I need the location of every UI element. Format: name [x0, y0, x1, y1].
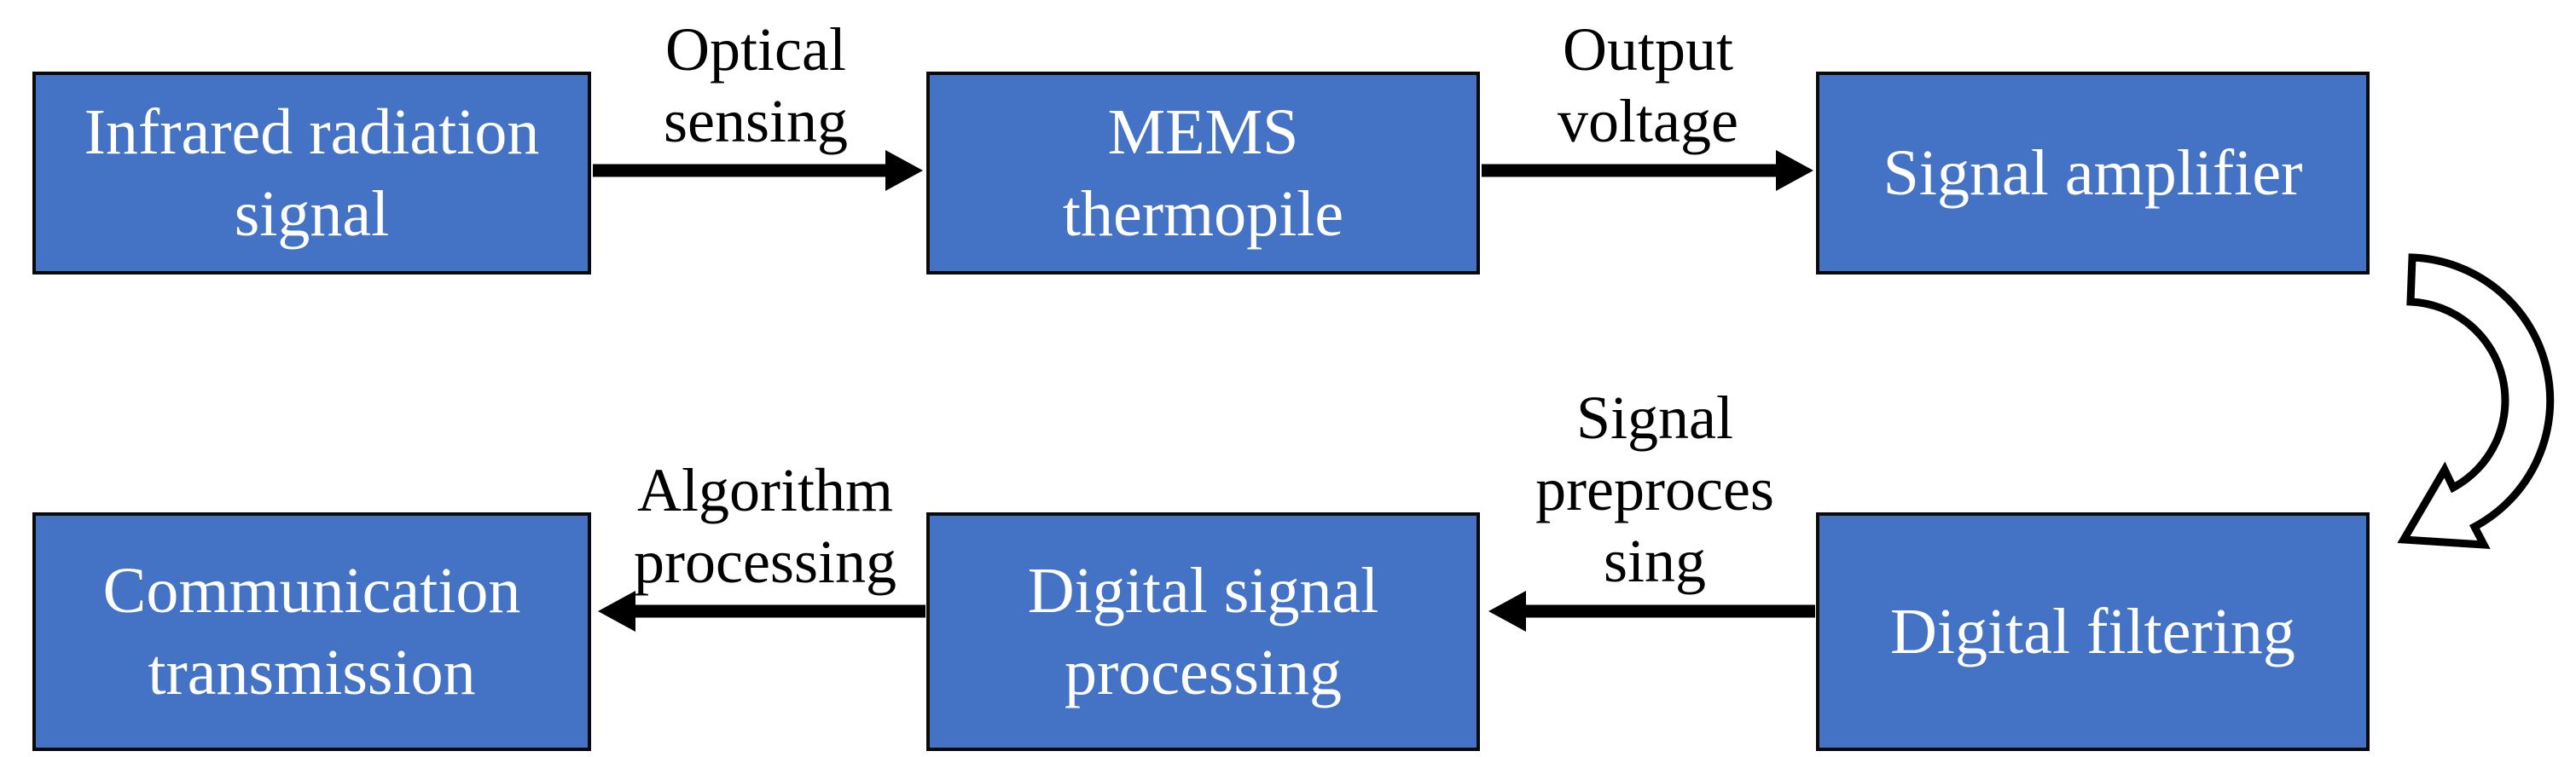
edge-label-output-voltage: Output voltage: [1469, 14, 1827, 157]
edge-label-algorithm-processing: Algorithm processing: [573, 454, 957, 598]
arrow-output-voltage: [1482, 150, 1813, 191]
node-communication-transmission: Communication transmission: [32, 512, 591, 751]
edge-label-line: preproces: [1535, 455, 1774, 523]
node-label-line: Digital signal: [1027, 555, 1379, 627]
arrow-signal-preprocessing: [1488, 591, 1815, 632]
node-label-line: Digital filtering: [1890, 596, 2295, 667]
edge-label-line: Signal: [1575, 384, 1733, 452]
edge-label-line: voltage: [1558, 87, 1738, 155]
node-label-line: signal: [234, 178, 390, 250]
node-mems-thermopile: MEMS thermopile: [926, 72, 1480, 274]
edge-label-signal-preprocessing: Signal preproces sing: [1484, 382, 1825, 597]
arrow-optical-sensing: [593, 150, 923, 191]
node-label-line: Infrared radiation: [84, 96, 540, 168]
node-signal-amplifier: Signal amplifier: [1816, 72, 2370, 274]
node-digital-signal-processing: Digital signal processing: [926, 512, 1480, 751]
node-infrared-radiation-signal: Infrared radiation signal: [32, 72, 591, 274]
node-label-line: Signal amplifier: [1883, 137, 2303, 209]
node-label-line: Communication: [102, 555, 521, 627]
edge-label-line: sensing: [664, 87, 848, 155]
node-label-line: processing: [1064, 637, 1343, 708]
edge-label-line: processing: [634, 528, 896, 596]
edge-label-line: sing: [1603, 527, 1707, 595]
arrow-algorithm-processing: [598, 591, 925, 632]
edge-label-optical-sensing: Optical sensing: [577, 14, 935, 157]
node-label-line: transmission: [148, 637, 476, 708]
edge-label-line: Algorithm: [637, 456, 893, 524]
edge-label-line: Optical: [665, 15, 846, 84]
node-label-line: MEMS: [1107, 96, 1299, 168]
curved-arrow-amplifier-to-filtering: [2397, 253, 2555, 550]
node-digital-filtering: Digital filtering: [1816, 512, 2370, 751]
edge-label-line: Output: [1562, 15, 1733, 84]
node-label-line: thermopile: [1062, 178, 1344, 250]
